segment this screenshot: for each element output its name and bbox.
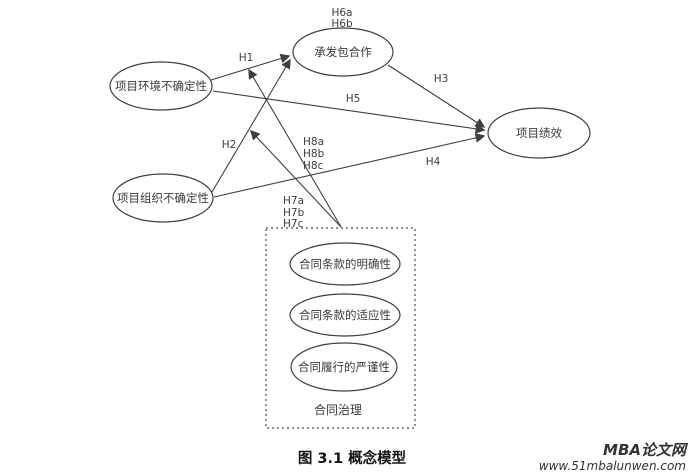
node-label: 合同条款的适应性: [299, 308, 391, 322]
node-contract-terms-clarity: 合同条款的明确性: [289, 242, 401, 286]
hypothesis-label-h6a: H6a: [331, 7, 352, 19]
node-label: 合同履行的严谨性: [298, 360, 390, 374]
contract-governance-group-label: 合同治理: [314, 402, 362, 417]
figure-caption: 图 3.1 概念模型: [298, 449, 407, 467]
ellipse-shape: [289, 242, 401, 286]
watermark-site-url: www.51mbalunwen.com: [539, 459, 686, 473]
hypothesis-label-h6b: H6b: [331, 18, 353, 30]
hypothesis-label-h4: H4: [426, 156, 441, 168]
arrow-h4-org-to-perf: [213, 133, 486, 198]
arrow-h1-env-to-coop: [210, 53, 291, 81]
ellipse-shape: [289, 293, 401, 337]
arrow-h5-env-to-perf: [212, 90, 486, 134]
ellipse-shape: [109, 61, 213, 111]
node-contract-performance-rigor: 合同履行的严谨性: [290, 342, 398, 392]
hypothesis-label-h7c: H7c: [283, 218, 304, 230]
ellipse-shape: [112, 173, 214, 223]
node-project-organization-uncertainty: 项目组织不确定性: [112, 173, 214, 223]
hypothesis-label-h5: H5: [346, 93, 361, 105]
ellipse-shape: [292, 27, 394, 77]
hypothesis-label-h3: H3: [434, 73, 449, 85]
hypothesis-label-h8c: H8c: [303, 160, 324, 172]
hypothesis-label-h7a: H7a: [283, 195, 304, 207]
watermark-site-name: MBA论文网: [603, 441, 689, 459]
arrow-h2-org-to-coop: [211, 58, 291, 193]
node-label: 合同条款的明确性: [299, 257, 391, 271]
ellipse-shape: [290, 342, 398, 392]
ellipse-shape: [487, 107, 591, 159]
arrow-governance-moderates-h2: [249, 129, 342, 228]
hypothesis-label-h7b: H7b: [283, 207, 305, 219]
node-contracting-cooperation: 承发包合作: [292, 27, 394, 77]
node-project-performance: 项目绩效: [487, 107, 591, 159]
node-label: 项目组织不确定性: [117, 191, 209, 205]
node-label: 项目环境不确定性: [115, 79, 207, 93]
node-project-environment-uncertainty: 项目环境不确定性: [109, 61, 213, 111]
arrow-governance-moderates-h1: [248, 68, 342, 228]
node-label: 项目绩效: [516, 126, 562, 140]
hypothesis-label-h8a: H8a: [303, 136, 324, 148]
hypothesis-label-h1: H1: [239, 52, 254, 64]
node-label: 承发包合作: [314, 45, 372, 59]
hypothesis-label-h2: H2: [222, 139, 237, 151]
arrow-h3-coop-to-perf: [387, 64, 486, 128]
hypothesis-label-h8b: H8b: [303, 148, 325, 160]
node-contract-terms-adaptability: 合同条款的适应性: [289, 293, 401, 337]
